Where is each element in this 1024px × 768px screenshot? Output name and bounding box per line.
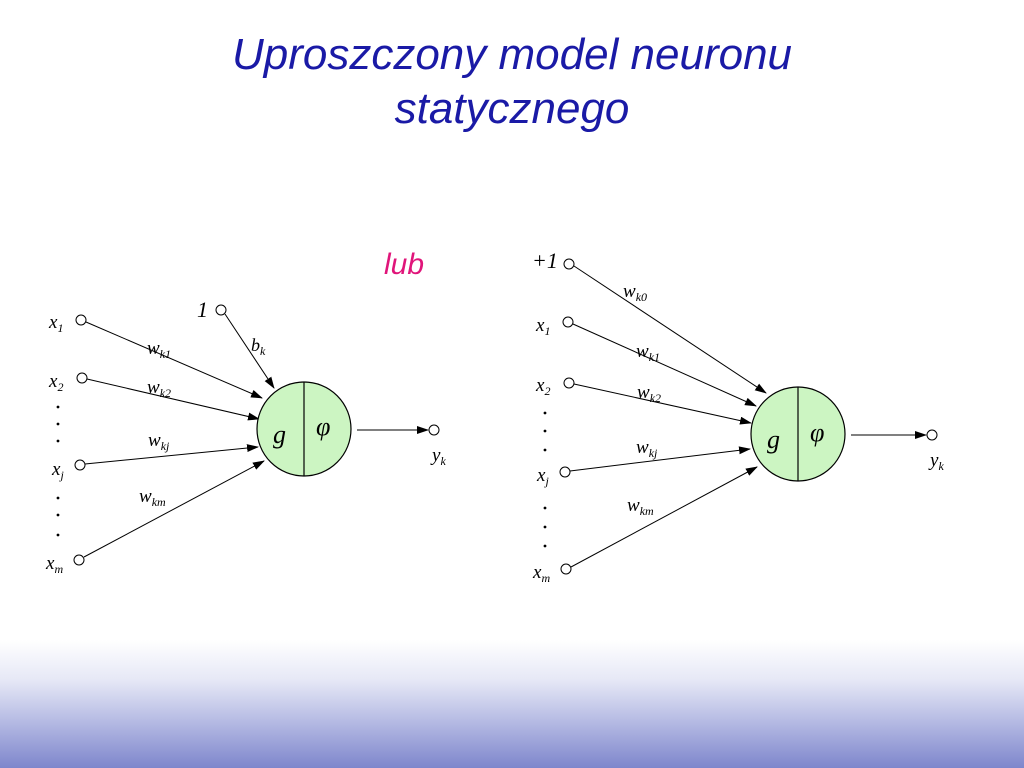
right-x1-node: [562, 316, 574, 328]
left-x2-connection: [86, 378, 260, 421]
slide-title: Uproszczony model neuronu statycznego: [0, 28, 1024, 136]
right-bias-node: [563, 258, 575, 270]
left-x2-label: x2: [48, 371, 63, 394]
right-x2-label: x2: [535, 375, 550, 398]
left-x1-label: x1: [48, 312, 63, 335]
left-wkm-label: wkm: [139, 486, 166, 509]
right-x2-connection: [573, 383, 752, 425]
left-output-node: [428, 424, 440, 436]
right-neuron-g-label: g: [767, 425, 780, 454]
left-xj-label: xj: [51, 459, 64, 482]
right-xm-label: xm: [532, 562, 550, 585]
left-xj-connection: [84, 444, 259, 465]
right-wk1-label: wk1: [636, 341, 660, 364]
left-bias-weight-label: bk: [251, 335, 266, 358]
right-xj-label: xj: [536, 465, 549, 488]
left-wkj-label: wkj: [148, 430, 170, 453]
left-xm-connection: [83, 460, 265, 558]
right-neuron-phi-label: φ: [810, 418, 824, 447]
left-wk2-label: wk2: [147, 377, 171, 400]
right-ellipsis-lower: [543, 506, 547, 548]
left-neuron-diagram: g φ 1 bk x1 x2 xj xm wk1 wk2 wkj wkm yk: [45, 297, 446, 576]
left-xm-node: [73, 554, 85, 566]
left-bias-connection: [224, 313, 275, 389]
right-output-label: yk: [928, 450, 944, 473]
left-neuron-phi-label: φ: [316, 412, 330, 441]
left-x1-node: [75, 314, 87, 326]
right-x1-connection: [572, 323, 757, 407]
left-x1-connection: [85, 321, 263, 399]
left-bias-input-label: 1: [197, 297, 208, 322]
left-ellipsis-lower: [56, 496, 60, 537]
right-output-node: [926, 429, 938, 441]
separator-label: lub: [384, 248, 425, 281]
title-line-1: Uproszczony model neuronu: [231, 30, 793, 79]
left-output-label: yk: [430, 445, 446, 468]
right-xj-connection: [569, 446, 751, 472]
right-ellipsis-upper: [543, 411, 547, 452]
left-xj-node: [74, 459, 86, 471]
right-x2-node: [563, 377, 575, 389]
right-wkm-label: wkm: [627, 495, 654, 518]
title-line-2: statycznego: [394, 84, 630, 133]
left-neuron-g-label: g: [273, 420, 286, 449]
right-bias-input-label: +1: [532, 248, 558, 273]
right-bias-connection: [573, 265, 767, 394]
right-wkj-label: wkj: [636, 437, 658, 460]
right-x1-label: x1: [535, 315, 550, 338]
left-bias-node: [215, 304, 227, 316]
right-bias-weight-label: wk0: [623, 281, 647, 304]
left-x2-node: [76, 372, 88, 384]
right-xj-node: [559, 466, 571, 478]
right-xm-node: [560, 563, 572, 575]
right-neuron-diagram: g φ +1 wk0 x1 x2 xj xm wk1 wk2 wkj wkm y…: [532, 248, 944, 585]
left-xm-label: xm: [45, 553, 63, 576]
left-ellipsis-upper: [56, 405, 60, 443]
left-wk1-label: wk1: [147, 338, 171, 361]
right-wk2-label: wk2: [637, 382, 661, 405]
right-xm-connection: [570, 466, 758, 568]
